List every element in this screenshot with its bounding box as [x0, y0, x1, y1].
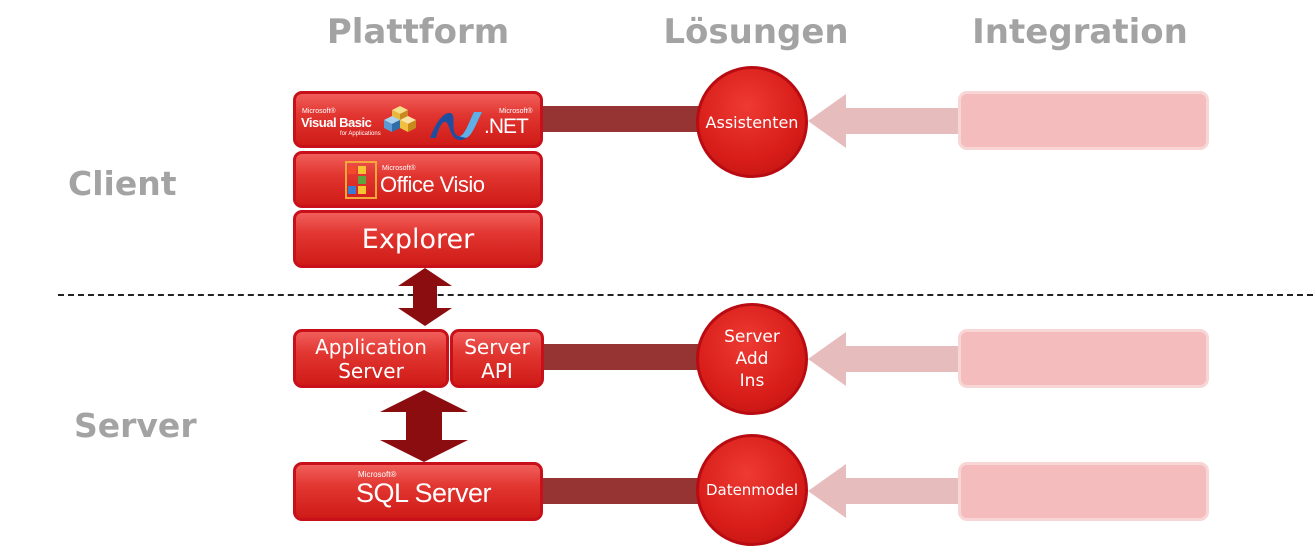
datamodel-label: Datenmodel — [705, 481, 799, 499]
server-addins-circle: Server Add Ins — [696, 303, 808, 415]
sql-name-label: SQL Server — [356, 478, 492, 508]
left-arrow-icon — [808, 94, 964, 148]
sql-server-box: Microsoft® SQL Server — [293, 462, 543, 521]
row-label-server: Server — [74, 406, 197, 445]
assistants-circle: Assistenten — [696, 66, 808, 178]
sql-microsoft-label: Microsoft® — [358, 470, 397, 479]
vba-sub-label: for Applications — [340, 131, 381, 137]
dotnet-logo-icon — [430, 112, 482, 140]
integration-box-addins — [958, 329, 1209, 388]
vba-microsoft-label: Microsoft® — [302, 108, 336, 115]
vba-dotnet-box: Microsoft® Visual Basic for Applications… — [293, 91, 543, 148]
addins-line3: Ins — [739, 371, 765, 391]
client-server-divider — [58, 294, 1313, 296]
dotnet-microsoft-label: Microsoft® — [499, 108, 533, 115]
double-arrow-icon — [380, 390, 468, 462]
application-server-box: Application Server — [293, 329, 449, 388]
vba-logo-icon — [384, 106, 416, 132]
application-server-line1: Application — [315, 334, 427, 359]
server-api-line2: API — [481, 358, 513, 383]
connector-dotnet-assistants — [540, 106, 710, 132]
server-api-box: Server API — [450, 329, 544, 388]
left-arrow-icon — [808, 332, 964, 386]
integration-box-datamodel — [958, 462, 1209, 521]
connector-sql-datamodel — [540, 478, 710, 504]
connector-api-addins — [542, 344, 710, 370]
double-arrow-icon — [398, 268, 452, 326]
left-arrow-icon — [808, 464, 964, 518]
addins-line1: Server — [724, 327, 780, 347]
header-integration: Integration — [972, 12, 1188, 52]
vba-name-label: Visual Basic — [301, 115, 372, 130]
application-server-line2: Server — [338, 358, 404, 383]
header-platform: Plattform — [326, 12, 510, 52]
visio-name-label: Office Visio — [380, 172, 485, 197]
visio-microsoft-label: Microsoft® — [382, 165, 416, 172]
addins-line2: Add — [735, 349, 769, 369]
header-solutions: Lösungen — [663, 12, 849, 52]
explorer-box: Explorer — [293, 210, 543, 268]
office-visio-box: Microsoft® Office Visio — [293, 151, 543, 208]
dotnet-name-label: .NET — [484, 115, 529, 138]
datamodel-circle: Datenmodel — [696, 434, 808, 546]
row-label-client: Client — [68, 164, 177, 203]
assistants-label: Assistenten — [705, 112, 799, 132]
explorer-label: Explorer — [361, 223, 475, 255]
server-api-line1: Server — [464, 334, 530, 359]
office-logo-icon — [345, 161, 377, 199]
integration-box-client — [958, 91, 1209, 150]
